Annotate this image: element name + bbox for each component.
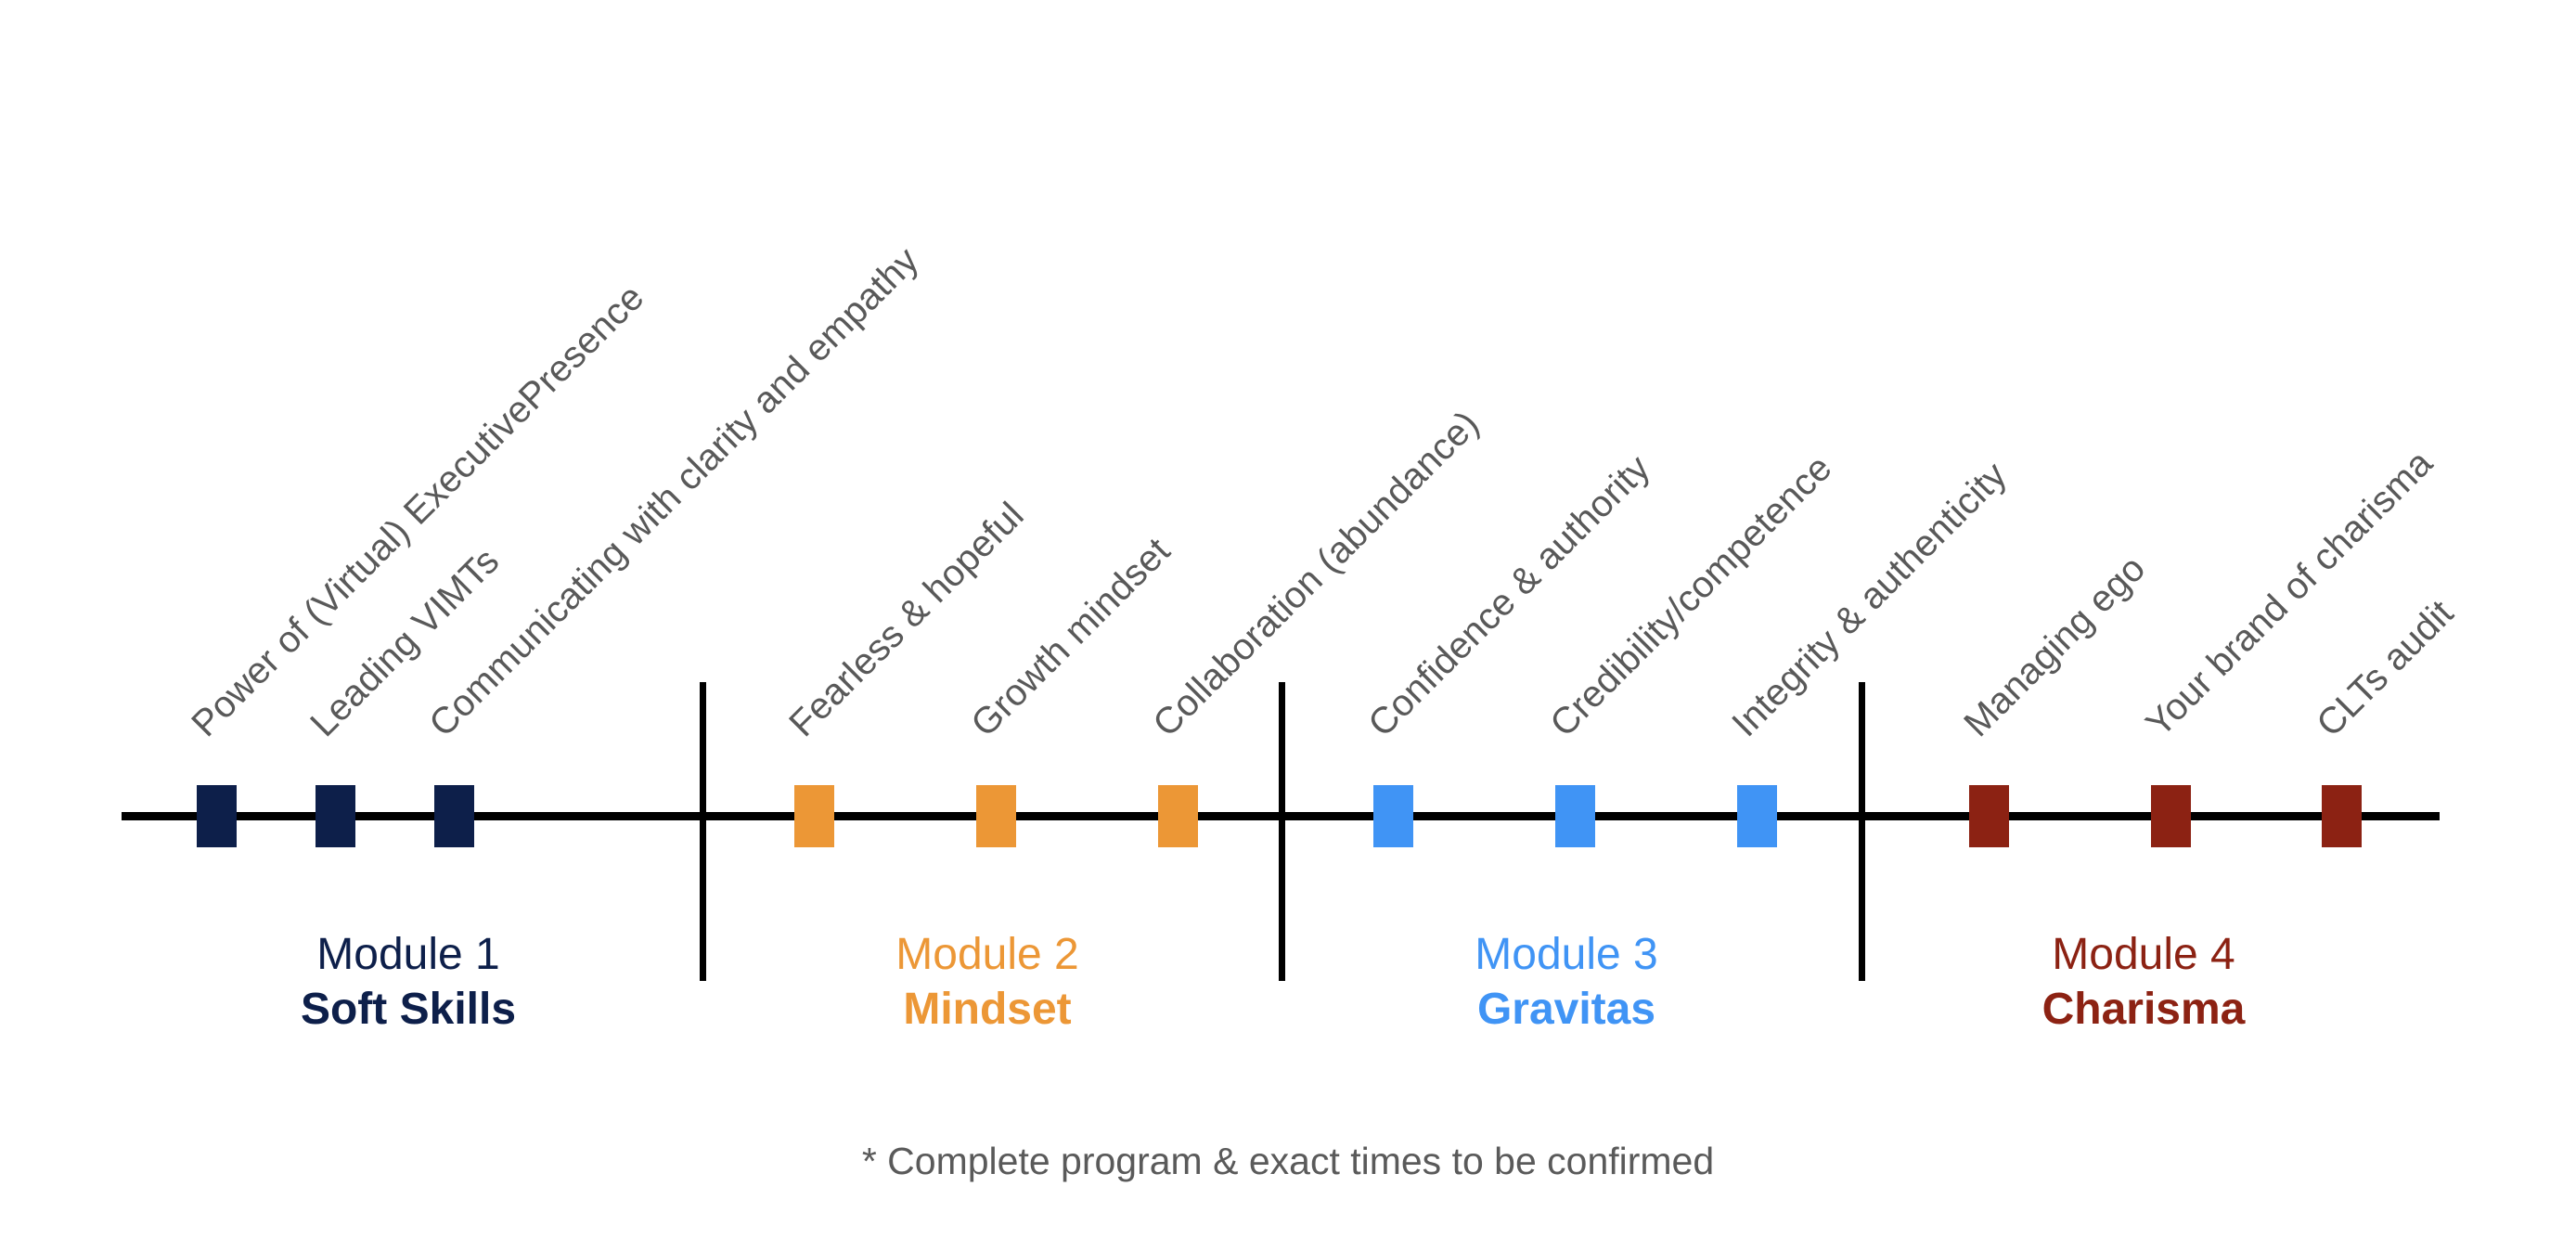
- session-label-m4-s2: Your brand of charisma: [2138, 442, 2441, 745]
- module-title-1: Soft Skills: [300, 984, 517, 1034]
- session-marker-m4-s3[interactable]: [2322, 785, 2362, 847]
- session-marker-m3-s3[interactable]: [1737, 785, 1777, 847]
- module-number-4: Module 4: [2052, 930, 2235, 979]
- module-number-3: Module 3: [1475, 930, 1658, 979]
- session-marker-m2-s3[interactable]: [1158, 785, 1198, 847]
- session-marker-m1-s3[interactable]: [434, 785, 474, 847]
- session-label-m2-s2: Growth mindset: [963, 530, 1179, 745]
- session-label-m4-s3: CLTs audit: [2309, 592, 2462, 745]
- session-label-m1-s1: Power of (Virtual) ExecutivePresence: [184, 277, 652, 745]
- module-caption-1: Module 1 Soft Skills: [148, 928, 668, 1037]
- module-divider-3: [1859, 682, 1865, 981]
- session-marker-m1-s2[interactable]: [316, 785, 355, 847]
- footnote: * Complete program & exact times to be c…: [861, 1140, 1715, 1182]
- module-caption-3: Module 3 Gravitas: [1307, 928, 1826, 1037]
- module-title-2: Mindset: [903, 984, 1072, 1034]
- session-marker-m2-s1[interactable]: [794, 785, 834, 847]
- session-marker-m4-s2[interactable]: [2151, 785, 2191, 847]
- session-label-m4-s1: Managing ego: [1956, 548, 2154, 745]
- session-marker-m4-s1[interactable]: [1969, 785, 2009, 847]
- session-marker-m1-s1[interactable]: [197, 785, 237, 847]
- module-divider-2: [1279, 682, 1285, 981]
- module-number-1: Module 1: [316, 930, 500, 979]
- module-caption-2: Module 2 Mindset: [728, 928, 1247, 1037]
- module-number-2: Module 2: [895, 930, 1079, 979]
- module-caption-4: Module 4 Charisma: [1884, 928, 2403, 1037]
- module-title-3: Gravitas: [1476, 984, 1656, 1034]
- module-divider-1: [700, 682, 706, 981]
- session-marker-m2-s2[interactable]: [976, 785, 1016, 847]
- module-title-4: Charisma: [2041, 984, 2246, 1034]
- session-marker-m3-s2[interactable]: [1555, 785, 1595, 847]
- session-marker-m3-s1[interactable]: [1373, 785, 1413, 847]
